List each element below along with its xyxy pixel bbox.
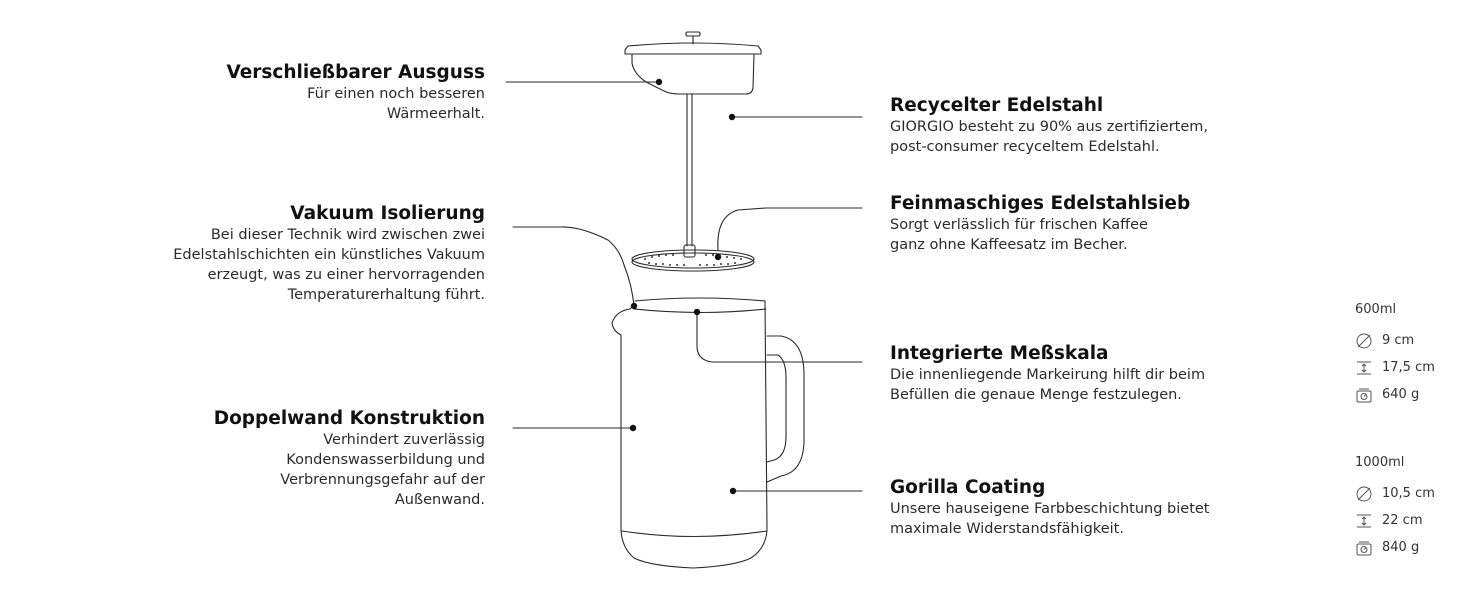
- leader-endpoints: [629, 78, 737, 495]
- spec-weight-value: 640 g: [1382, 386, 1420, 402]
- feature-text-line: erzeugt, was zu einer hervorragenden: [207, 267, 485, 283]
- feature-text-line: Unsere hauseigene Farbbeschichtung biete…: [890, 501, 1210, 517]
- scale-icon: [1356, 388, 1372, 402]
- feature-text-line: GIORGIO besteht zu 90% aus zertifizierte…: [890, 119, 1208, 135]
- feature-text-line: Die innenliegende Markeirung hilft dir b…: [890, 367, 1206, 383]
- spec-size-label: 600ml: [1355, 302, 1397, 317]
- feature-title: Feinmaschiges Edelstahlsieb: [890, 193, 1191, 214]
- spec-size-label: 1000ml: [1355, 455, 1405, 470]
- feature-recycled-steel: Recycelter Edelstahl GIORGIO besteht zu …: [890, 95, 1208, 157]
- feature-vacuum-insulation: Vakuum Isolierung Bei dieser Technik wir…: [173, 203, 485, 305]
- spec-height-value: 17,5 cm: [1382, 359, 1435, 375]
- carafe-body-illustration: [559, 226, 805, 569]
- spec-height-row: 22 cm: [1355, 507, 1435, 534]
- feature-text-line: Bei dieser Technik wird zwischen zwei: [210, 227, 485, 243]
- spec-weight-row: 640 g: [1355, 381, 1435, 408]
- feature-text-line: Befüllen die genaue Menge festzulegen.: [890, 387, 1182, 403]
- spec-weight-value: 840 g: [1382, 539, 1420, 555]
- spec-diameter-row: 9 cm: [1355, 327, 1435, 354]
- feature-double-wall: Doppelwand Konstruktion Verhindert zuver…: [214, 408, 485, 510]
- feature-title: Gorilla Coating: [890, 477, 1046, 498]
- feature-title: Doppelwand Konstruktion: [213, 408, 485, 429]
- feature-text-line: maximale Widerstandsfähigkeit.: [890, 521, 1124, 537]
- feature-measuring-scale: Integrierte Meßskala Die innenliegende M…: [890, 343, 1205, 405]
- feature-title: Integrierte Meßskala: [890, 343, 1109, 364]
- feature-gorilla-coating: Gorilla Coating Unsere hauseigene Farbbe…: [890, 477, 1209, 539]
- feature-text-line: Verhindert zuverlässig: [323, 432, 485, 448]
- spec-height-row: 17,5 cm: [1355, 354, 1435, 381]
- feature-pour-spout: Verschließbarer Ausguss Für einen noch b…: [226, 62, 485, 124]
- feature-text-line: Für einen noch besseren: [307, 86, 485, 102]
- specs-1000ml: 1000ml 10,5 cm 22 cm 840 g: [1355, 453, 1435, 561]
- feature-text-line: Sorgt verlässlich für frischen Kaffee: [890, 217, 1148, 233]
- feature-text-line: Verbrennungsgefahr auf der: [280, 472, 485, 488]
- specs-600ml: 600ml 9 cm 17,5 cm 640 g: [1355, 300, 1435, 408]
- mesh-dots: [644, 254, 742, 266]
- spec-diameter-value: 10,5 cm: [1382, 485, 1435, 501]
- mesh-filter-illustration: [631, 244, 755, 272]
- feature-text-line: Edelstahlschichten ein künstliches Vakuu…: [173, 247, 485, 263]
- feature-title: Recycelter Edelstahl: [890, 95, 1104, 116]
- lid-illustration: [624, 31, 762, 95]
- plunger-rod-illustration: [686, 93, 693, 247]
- spec-weight-row: 840 g: [1355, 534, 1435, 561]
- spec-diameter-row: 10,5 cm: [1355, 480, 1435, 507]
- feature-text-line: post-consumer recyceltem Edelstahl.: [890, 139, 1160, 155]
- feature-text-line: Kondenswasserbildung und: [286, 452, 485, 468]
- height-icon: [1357, 361, 1371, 374]
- diameter-icon: [1356, 486, 1372, 501]
- feature-text-line: Wärmeerhalt.: [386, 106, 485, 122]
- scale-icon: [1356, 541, 1372, 555]
- feature-text-line: Außenwand.: [394, 492, 485, 508]
- leader-lines: [505, 81, 863, 492]
- feature-title: Vakuum Isolierung: [290, 203, 485, 224]
- diameter-icon: [1356, 333, 1372, 348]
- spec-height-value: 22 cm: [1382, 512, 1423, 528]
- height-icon: [1357, 514, 1371, 527]
- feature-text-line: ganz ohne Kaffeesatz im Becher.: [890, 237, 1128, 253]
- feature-title: Verschließbarer Ausguss: [226, 62, 485, 83]
- spec-diameter-value: 9 cm: [1382, 332, 1415, 348]
- feature-text-line: Temperaturerhaltung führt.: [287, 287, 485, 303]
- feature-mesh-filter: Feinmaschiges Edelstahlsieb Sorgt verläs…: [890, 193, 1190, 255]
